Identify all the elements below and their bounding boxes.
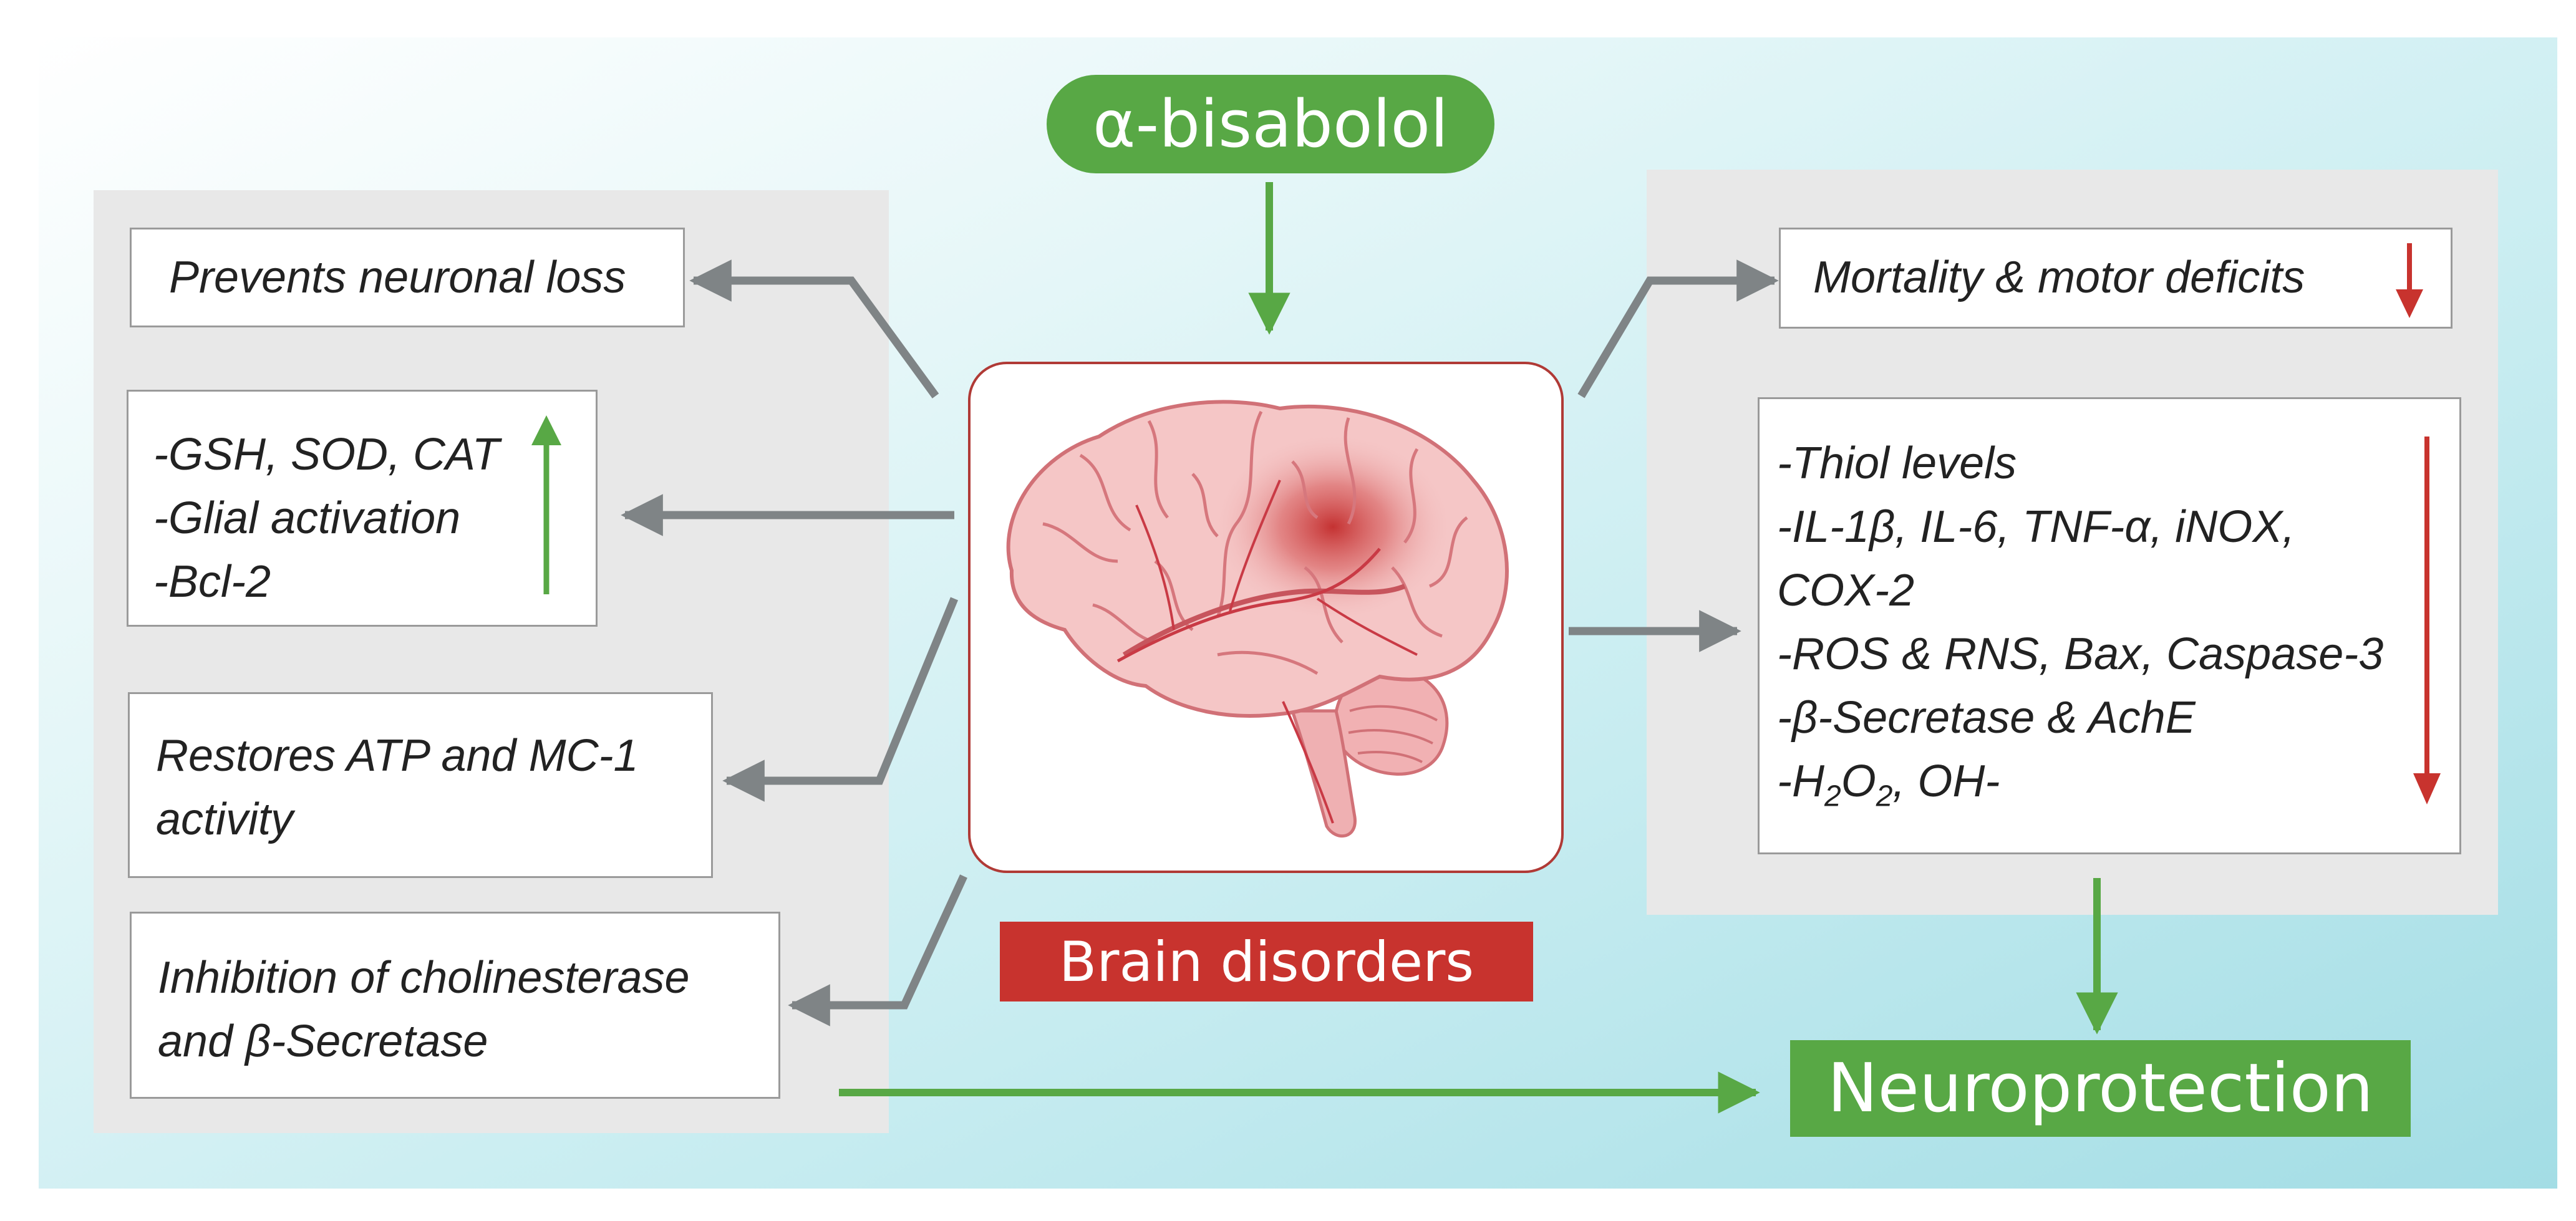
red-down-arrow-icon	[2413, 437, 2441, 804]
effect-neuronal-loss: Prevents neuronal loss	[130, 228, 685, 327]
arrow-to-cholinesterase	[788, 874, 967, 1026]
formula-subscript: 2	[1824, 779, 1841, 813]
effect-line: Restores ATP and MC-1	[156, 731, 639, 781]
compound-title: α-bisabolol	[1047, 75, 1494, 173]
effect-line: -β-Secretase & AchE	[1777, 693, 2196, 743]
effect-line: and β-Secretase	[158, 1016, 488, 1066]
effect-line: -Thiol levels	[1777, 438, 2017, 488]
effect-line: -Bcl-2	[153, 557, 271, 607]
effect-line: -Glial activation	[153, 493, 461, 543]
effect-antioxidants: -GSH, SOD, CAT -Glial activation -Bcl-2	[127, 390, 598, 627]
effect-line: Inhibition of cholinesterase	[158, 953, 690, 1003]
effect-line: -IL-1β, IL-6, TNF-α, iNOX,	[1777, 502, 2295, 552]
neuroprotection-text: Neuroprotection	[1827, 1050, 2374, 1127]
formula-subscript: 2	[1876, 779, 1893, 813]
effect-line: -ROS & RNS, Bax, Caspase-3	[1777, 629, 2384, 679]
effect-line: COX-2	[1777, 566, 1915, 615]
green-up-arrow-icon	[531, 415, 561, 594]
effect-atp: Restores ATP and MC-1 activity	[128, 692, 713, 878]
red-down-arrow-icon	[2396, 243, 2423, 318]
formula-part: O	[1841, 756, 1876, 806]
effect-markers: -Thiol levels -IL-1β, IL-6, TNF-α, iNOX,…	[1758, 397, 2461, 854]
effect-line: -GSH, SOD, CAT	[153, 430, 500, 480]
neuroprotection-label: Neuroprotection	[1790, 1040, 2411, 1137]
effect-line: Mortality & motor deficits	[1813, 253, 2305, 302]
brain-disorders-label: Brain disorders	[1000, 922, 1533, 1001]
effect-cholinesterase: Inhibition of cholinesterase and β-Secre…	[130, 912, 780, 1099]
effect-line: Prevents neuronal loss	[169, 253, 626, 302]
effect-line-formula: -H2O2, OH-	[1777, 750, 2459, 813]
brain-illustration	[1006, 400, 1509, 838]
arrow-to-mortality	[1577, 259, 1779, 398]
effect-mortality: Mortality & motor deficits	[1779, 228, 2453, 329]
arrow-to-atp	[722, 597, 959, 802]
arrow-to-neuronal-loss	[689, 259, 939, 398]
formula-part: -H	[1777, 756, 1824, 806]
compound-title-text: α-bisabolol	[1093, 86, 1448, 162]
effect-line: activity	[156, 794, 294, 844]
brain-disorders-text: Brain disorders	[1058, 929, 1474, 994]
formula-part: , OH-	[1892, 756, 2000, 806]
